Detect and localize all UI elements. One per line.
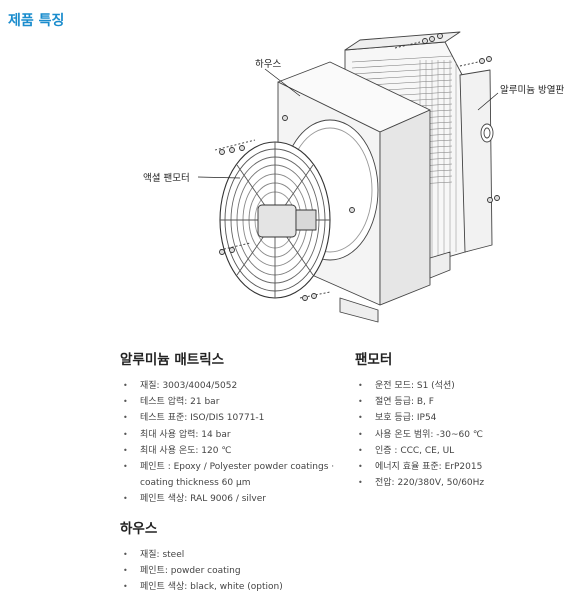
list-item: 최대 사용 압력: 14 bar xyxy=(120,427,350,443)
list-item: 운전 모드: S1 (석션) xyxy=(355,378,565,394)
paint-text: 페인트 : Epoxy / Polyester powder coatings … xyxy=(140,462,335,473)
fasteners xyxy=(214,33,500,301)
spec-list: 재질: 3003/4004/5052 테스트 압력: 21 bar 테스트 표준… xyxy=(120,378,350,508)
section-title: 하우스 xyxy=(120,521,158,537)
product-exploded-diagram xyxy=(197,31,500,323)
list-item: 페인트 색상: RAL 9006 / silver xyxy=(120,491,350,507)
spec-list: 운전 모드: S1 (석션) 절연 등급: B, F 보호 등급: IP54 사… xyxy=(355,378,565,492)
axial-fan xyxy=(219,141,331,299)
list-item: 테스트 압력: 21 bar xyxy=(120,394,350,410)
callout-housing: 하우스 xyxy=(255,59,282,70)
list-item: 테스트 표준: ISO/DIS 10771-1 xyxy=(120,410,350,426)
section-housing: 하우스 재질: steel 페인트: powder coating 페인트 색상… xyxy=(120,517,350,596)
list-item: 사용 온도 범위: -30~60 ℃ xyxy=(355,427,565,443)
page-title: 제품 특징 xyxy=(8,13,65,29)
callout-axial-fan-motor: 액셜 팬모터 xyxy=(143,173,190,184)
list-item: 인증 : CCC, CE, UL xyxy=(355,443,565,459)
paint-continuation: coating thickness 60 μm xyxy=(140,478,251,489)
list-item-paint: 페인트 : Epoxy / Polyester powder coatings … xyxy=(120,459,350,491)
section-fan-motor: 팬모터 운전 모드: S1 (석션) 절연 등급: B, F 보호 등급: IP… xyxy=(355,348,565,492)
section-aluminum-matrix: 알루미늄 매트릭스 재질: 3003/4004/5052 테스트 압력: 21 … xyxy=(120,348,350,508)
list-item: 전압: 220/380V, 50/60Hz xyxy=(355,475,565,491)
callout-aluminum-radiator: 알루미늄 방열판 xyxy=(500,85,565,96)
section-title: 알루미늄 매트릭스 xyxy=(120,352,225,368)
list-item: 재질: steel xyxy=(120,547,350,563)
list-item: 페인트: powder coating xyxy=(120,563,350,579)
list-item: 에너지 효율 표준: ErP2015 xyxy=(355,459,565,475)
list-item: 최대 사용 온도: 120 ℃ xyxy=(120,443,350,459)
list-item: 재질: 3003/4004/5052 xyxy=(120,378,350,394)
spec-list: 재질: steel 페인트: powder coating 페인트 색상: bl… xyxy=(120,547,350,596)
list-item: 보호 등급: IP54 xyxy=(355,410,565,426)
section-title: 팬모터 xyxy=(355,352,393,368)
list-item: 페인트 색상: black, white (option) xyxy=(120,579,350,595)
list-item: 절연 등급: B, F xyxy=(355,394,565,410)
